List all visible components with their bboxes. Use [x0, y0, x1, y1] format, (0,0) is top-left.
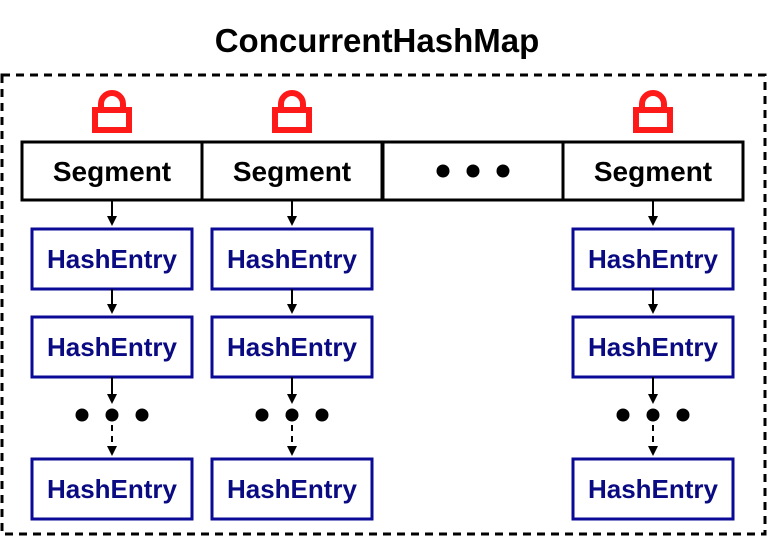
hash-entry: HashEntry	[30, 227, 194, 291]
hash-entry: HashEntry	[571, 227, 735, 291]
hash-entry-box	[210, 227, 374, 291]
segment-label: Segment	[53, 156, 171, 187]
hash-entry-box	[571, 315, 735, 379]
ellipsis-dot	[105, 408, 119, 422]
ellipsis-dot	[75, 408, 89, 422]
segments-layer: Segment Segment Segment	[20, 90, 745, 202]
diagram-title: ConcurrentHashMap	[215, 22, 540, 59]
ellipsis-dot	[135, 408, 149, 422]
hash-entry-label: HashEntry	[588, 474, 719, 504]
padlock-body	[272, 107, 312, 133]
hash-entry-box	[210, 315, 374, 379]
hash-entry-label: HashEntry	[47, 244, 178, 274]
entry-ellipsis	[616, 408, 690, 422]
ellipsis-dot	[496, 164, 510, 178]
ellipsis-dot	[285, 408, 299, 422]
hash-entry: HashEntry	[210, 457, 374, 521]
padlock-shackle	[639, 90, 667, 112]
hash-entry: HashEntry	[30, 457, 194, 521]
hash-entry-box	[30, 315, 194, 379]
hash-entry-box	[30, 457, 194, 521]
segment-ellipsis	[436, 164, 510, 178]
hash-entry: HashEntry	[210, 315, 374, 379]
padlock-shackle	[278, 90, 306, 112]
hash-entry-label: HashEntry	[588, 332, 719, 362]
hash-entry-label: HashEntry	[227, 244, 358, 274]
hash-entry: HashEntry	[30, 315, 194, 379]
hash-entry-label: HashEntry	[227, 474, 358, 504]
padlock-body	[92, 107, 132, 133]
segment-label: Segment	[233, 156, 351, 187]
segment-cell: Segment	[20, 90, 204, 202]
padlock-icon	[633, 90, 673, 133]
padlock-body	[633, 107, 673, 133]
padlock-shackle	[98, 90, 126, 112]
ellipsis-dot	[255, 408, 269, 422]
segment-cell: Segment	[561, 90, 745, 202]
hash-entry: HashEntry	[210, 227, 374, 291]
hash-entry-label: HashEntry	[47, 332, 178, 362]
segment-cell: Segment	[200, 90, 384, 202]
hash-entry-label: HashEntry	[227, 332, 358, 362]
hash-entry-box	[210, 457, 374, 521]
outer-dashed-border	[0, 73, 767, 536]
hash-entry-box	[30, 227, 194, 291]
entry-ellipsis	[255, 408, 329, 422]
ellipsis-dot	[676, 408, 690, 422]
hash-entry: HashEntry	[571, 457, 735, 521]
hash-entry: HashEntry	[571, 315, 735, 379]
segment-label: Segment	[594, 156, 712, 187]
ellipsis-dot	[646, 408, 660, 422]
padlock-icon	[92, 90, 132, 133]
hash-entry-label: HashEntry	[588, 244, 719, 274]
segment-ellipsis-cell	[381, 140, 565, 202]
ellipsis-dot	[436, 164, 450, 178]
padlock-icon	[272, 90, 312, 133]
hash-entry-box	[571, 457, 735, 521]
columns-layer: HashEntryHashEntryHashEntryHashEntryHash…	[30, 200, 735, 521]
ellipsis-dot	[466, 164, 480, 178]
ellipsis-dot	[616, 408, 630, 422]
ellipsis-dot	[315, 408, 329, 422]
hash-entry-label: HashEntry	[47, 474, 178, 504]
entry-ellipsis	[75, 408, 149, 422]
